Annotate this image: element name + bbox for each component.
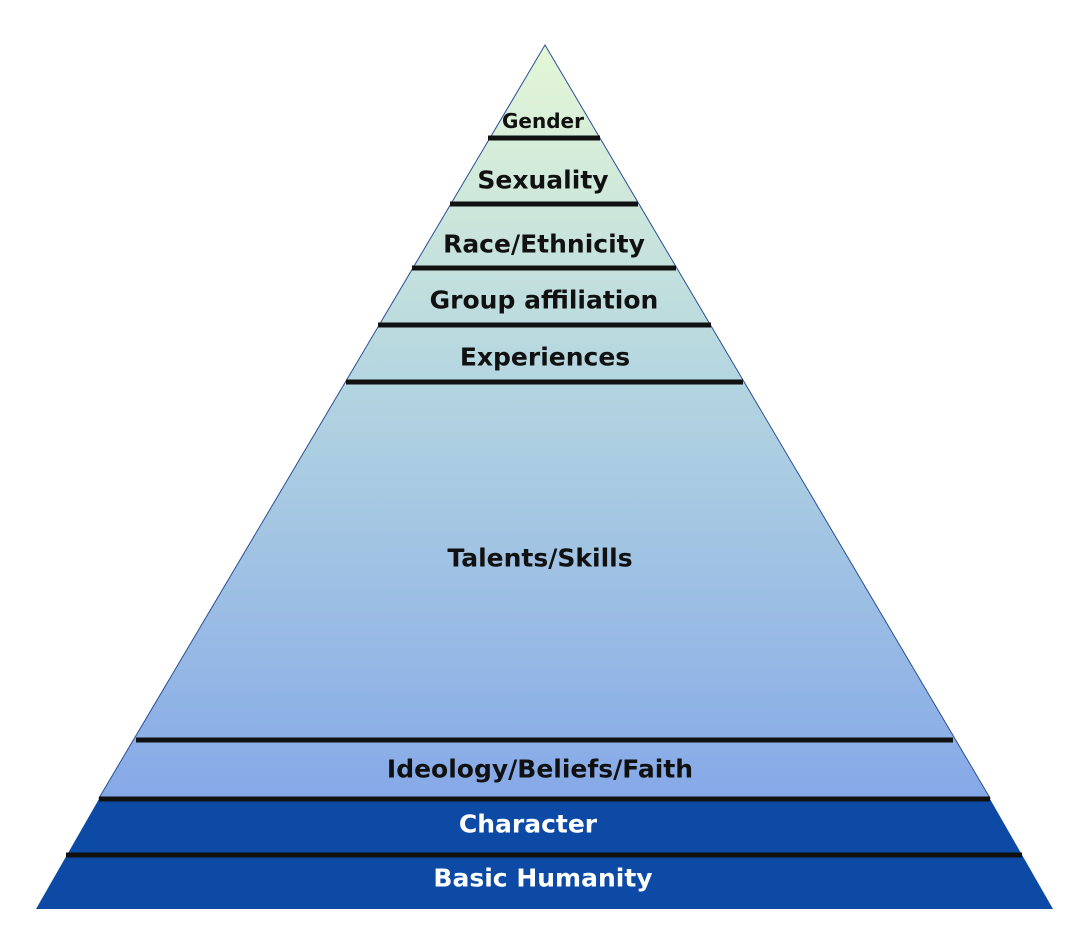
- tier-label-group-affiliation: Group affiliation: [430, 286, 659, 315]
- tier-label-character: Character: [459, 810, 598, 839]
- tier-label-talents-skills: Talents/Skills: [447, 544, 632, 573]
- tier-dividers: [66, 135, 1022, 858]
- tier-label-ideology-beliefs-faith: Ideology/Beliefs/Faith: [387, 755, 693, 784]
- tier-label-sexuality: Sexuality: [477, 166, 608, 195]
- tier-label-gender: Gender: [502, 109, 584, 133]
- tier-label-experiences: Experiences: [460, 343, 630, 372]
- tier-labels: Gender Sexuality Race/Ethnicity Group af…: [387, 109, 693, 893]
- pyramid-body: [98, 44, 991, 799]
- tier-label-race-ethnicity: Race/Ethnicity: [443, 230, 645, 259]
- tier-label-basic-humanity: Basic Humanity: [433, 864, 652, 893]
